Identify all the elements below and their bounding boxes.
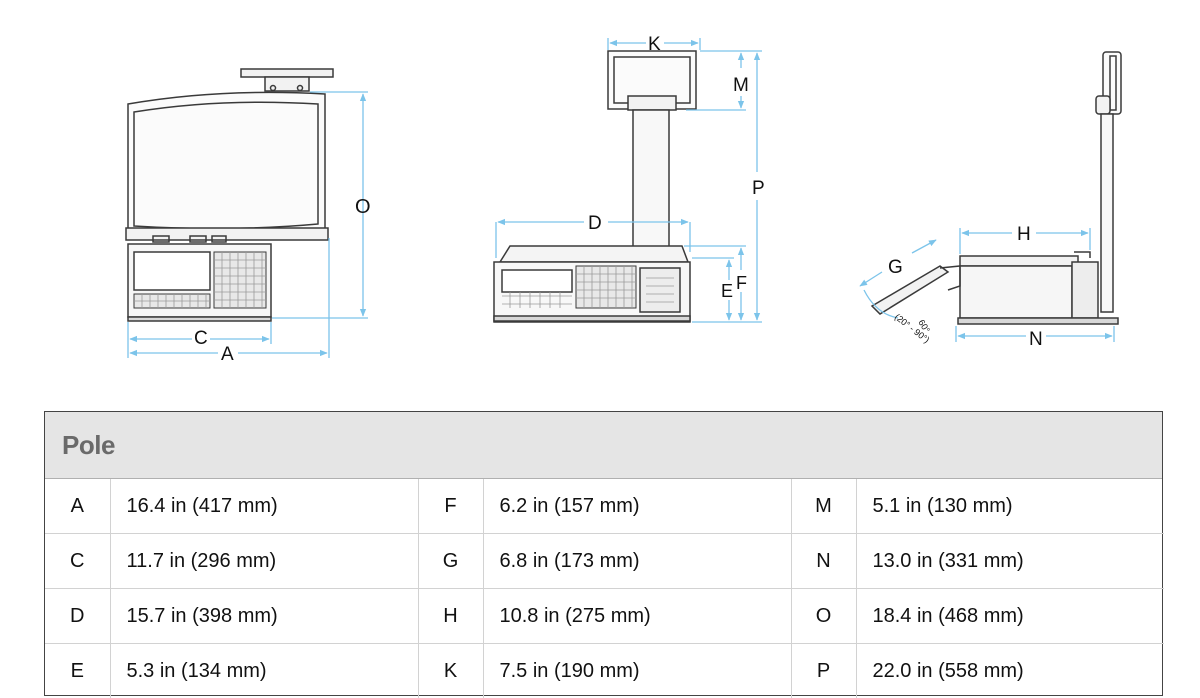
dimension-key: M (791, 479, 857, 534)
dim-label-k: K (648, 34, 661, 55)
scale-dimension-diagram: O C A K M (125, 34, 1122, 365)
dimension-key: D (45, 588, 111, 644)
dimension-key: A (45, 479, 111, 534)
side-view (870, 51, 1122, 325)
dimension-key: F (418, 479, 484, 534)
dimension-key: N (791, 533, 857, 589)
spec-table-header: Pole (45, 412, 1162, 479)
dimension-value: 13.0 in (331 mm) (856, 533, 1164, 589)
dimension-value: 6.2 in (157 mm) (483, 479, 792, 534)
dim-label-h: H (1017, 224, 1031, 245)
side-view-dimensions (859, 228, 1115, 342)
pole-view-dimensions (495, 38, 762, 323)
dim-label-m: M (733, 75, 749, 96)
dim-label-g: G (888, 257, 903, 278)
dim-label-n: N (1029, 329, 1043, 350)
dimension-key: P (791, 643, 857, 698)
dimension-value: 16.4 in (417 mm) (110, 479, 419, 534)
dimension-value: 15.7 in (398 mm) (110, 588, 419, 644)
dimension-key: G (418, 533, 484, 589)
dimension-key: O (791, 588, 857, 644)
front-view-dimensions (127, 91, 368, 358)
dimension-value: 5.3 in (134 mm) (110, 643, 419, 698)
dim-label-p: P (752, 178, 765, 199)
dim-label-c: C (194, 328, 208, 349)
front-view-key-grid (134, 252, 266, 308)
dimension-value: 18.4 in (468 mm) (856, 588, 1164, 644)
dim-label-a: A (221, 344, 234, 365)
dimension-key: K (418, 643, 484, 698)
pole-view (493, 50, 697, 323)
dimension-value: 6.8 in (173 mm) (483, 533, 792, 589)
dimension-key: C (45, 533, 111, 589)
dimension-key: H (418, 588, 484, 644)
dimension-value: 7.5 in (190 mm) (483, 643, 792, 698)
dimension-key: E (45, 643, 111, 698)
dimension-value: 5.1 in (130 mm) (856, 479, 1164, 534)
front-view (125, 68, 334, 322)
pole-view-key-grid (502, 266, 674, 308)
dim-label-d: D (588, 213, 602, 234)
dimension-value: 10.8 in (275 mm) (483, 588, 792, 644)
dim-label-o: O (355, 196, 371, 218)
spec-table-title: Pole (62, 429, 115, 460)
dim-label-e: E (721, 281, 733, 301)
dimension-value: 11.7 in (296 mm) (110, 533, 419, 589)
dim-label-f: F (736, 273, 747, 293)
dimension-value: 22.0 in (558 mm) (872, 659, 1024, 682)
